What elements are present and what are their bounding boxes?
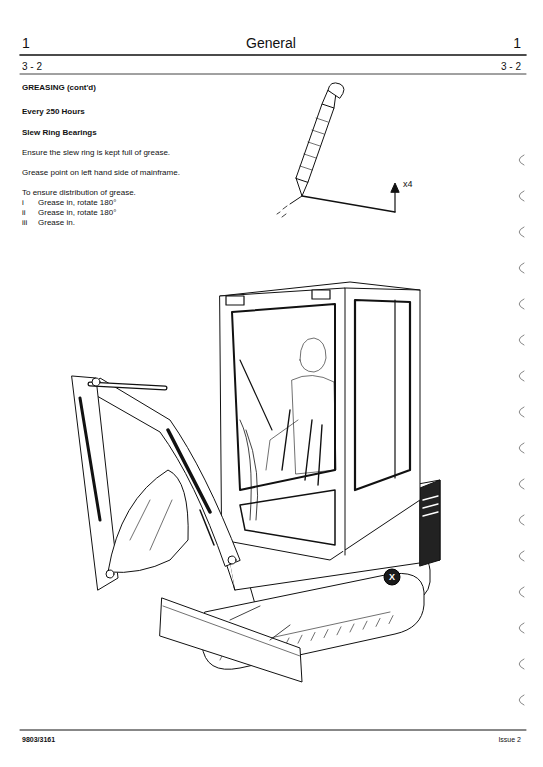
interval-heading: Every 250 Hours xyxy=(22,108,85,117)
page-number: 3 - 2 xyxy=(22,61,42,72)
document-number: 9803/3161 xyxy=(22,736,55,744)
step-numeral: ii xyxy=(22,209,26,218)
footer-rule xyxy=(20,730,526,731)
header-rule xyxy=(20,54,526,56)
step-text: Grease in, rotate 180° xyxy=(38,209,116,218)
grease-point-marker: X xyxy=(383,568,401,586)
section-heading: GREASING (cont'd) xyxy=(22,84,96,93)
item-heading: Slew Ring Bearings xyxy=(22,129,97,138)
step-numeral: i xyxy=(22,199,24,208)
step-text: Grease in. xyxy=(38,219,75,228)
instruction-text: To ensure distribution of grease. xyxy=(22,189,136,198)
stroke-count: x4 xyxy=(403,180,413,190)
step-text: Grease in, rotate 180° xyxy=(38,199,116,208)
grease-gun xyxy=(277,83,399,217)
binder-holes xyxy=(519,155,524,705)
header-rule xyxy=(20,74,526,75)
instruction-text: Grease point on left hand side of mainfr… xyxy=(22,169,180,178)
page-title: General xyxy=(246,36,296,51)
section-number: 1 xyxy=(22,36,30,51)
marker-letter: X xyxy=(383,572,401,582)
issue-number: Issue 2 xyxy=(498,736,521,744)
section-number: 1 xyxy=(513,36,521,51)
instruction-text: Ensure the slew ring is kept full of gre… xyxy=(22,149,170,158)
step-numeral: iii xyxy=(22,219,27,228)
mini-excavator xyxy=(72,282,440,682)
page-number: 3 - 2 xyxy=(501,61,521,72)
